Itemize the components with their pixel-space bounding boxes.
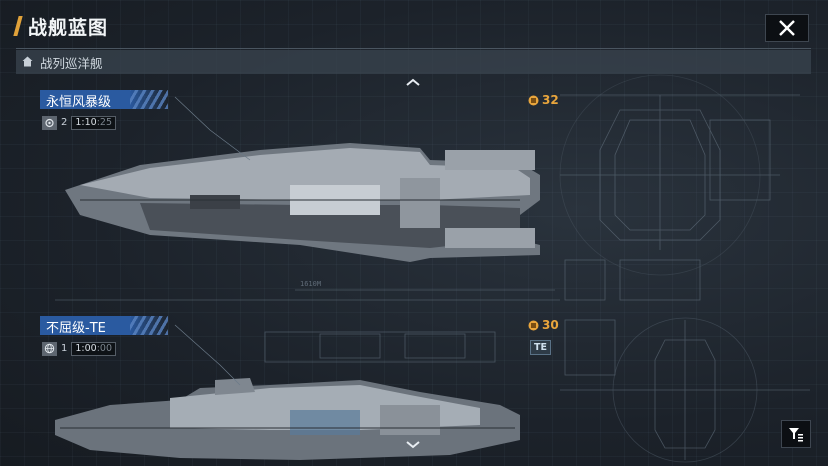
- ship-1-stat-count: 2: [61, 117, 68, 128]
- blueprint-coin-icon: [528, 320, 539, 330]
- ship-1-model: [65, 143, 540, 262]
- ship-2-model: [55, 378, 520, 460]
- label-stripes: [130, 90, 168, 109]
- ship-2-cost: 30: [528, 318, 559, 332]
- scroll-up-chevron-icon[interactable]: [405, 77, 421, 87]
- page-title: 战舰蓝图: [28, 17, 109, 39]
- filter-list-icon: [789, 428, 803, 442]
- breadcrumb[interactable]: 战列巡洋舰: [16, 50, 811, 74]
- blueprint-coin-icon: [528, 95, 539, 105]
- breadcrumb-category: 战列巡洋舰: [40, 56, 103, 71]
- ship-2-cost-value: 30: [542, 318, 559, 332]
- ship-2-name: 不屈级-TE: [46, 321, 106, 336]
- ship-2-variant-tag: TE: [530, 340, 551, 355]
- home-icon: [22, 56, 33, 67]
- ship-1-stat-value: 1:10:25: [71, 115, 117, 130]
- globe-icon: [42, 341, 57, 356]
- ship-2-stat-value: 1:00:00: [71, 341, 117, 356]
- title-accent-mark: [13, 16, 23, 36]
- ship-2-stat-count: 1: [61, 343, 68, 354]
- close-icon: [779, 20, 795, 36]
- title-divider: [16, 48, 811, 49]
- ship-1-cost-value: 32: [542, 93, 559, 107]
- ship-2-stats: 1 1:00:00: [42, 341, 117, 356]
- close-button[interactable]: [765, 14, 809, 42]
- blueprint-length-label: 1610M: [300, 280, 322, 288]
- ship-1-name-label[interactable]: 永恒风暴级: [40, 90, 168, 110]
- scroll-down-chevron-icon[interactable]: [405, 440, 421, 450]
- title-bar: 战舰蓝图: [0, 0, 828, 50]
- ship-1-stats: 2 1:10:25: [42, 115, 117, 130]
- ship-1-name: 永恒风暴级: [46, 95, 112, 110]
- fleet-icon: [42, 115, 57, 130]
- ship-2-name-label[interactable]: 不屈级-TE: [40, 316, 168, 336]
- filter-button[interactable]: [781, 420, 811, 448]
- label-stripes: [130, 316, 168, 335]
- ship-1-cost: 32: [528, 93, 559, 107]
